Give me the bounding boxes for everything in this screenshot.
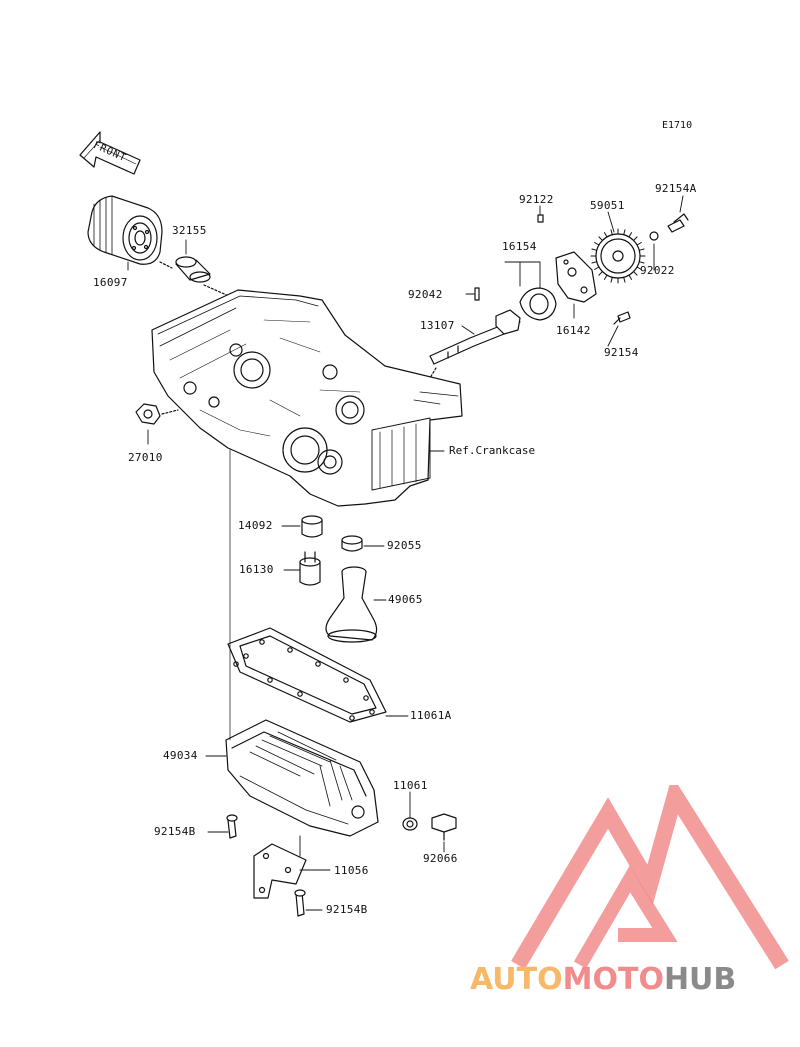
gasket-hole [259, 639, 265, 645]
part-label-92022: 92022 [640, 264, 675, 277]
gasket-hole [233, 661, 239, 667]
part-label-92055: 92055 [387, 539, 422, 552]
gear-tooth [604, 232, 608, 238]
gasket-hole [315, 661, 321, 667]
gear-tooth [604, 274, 608, 280]
drain-bolt-92066-drawing [431, 813, 457, 841]
fitting-16130-drawing [299, 551, 321, 586]
plug-27010-drawing [135, 403, 179, 425]
gear-59051-drawing [590, 228, 646, 284]
gear-tooth [633, 271, 638, 276]
gear-tooth [636, 242, 642, 246]
oil-filter-drawing [87, 195, 163, 265]
gasket-11061A-drawing [227, 627, 387, 723]
gasket-hole [297, 691, 303, 697]
part-label-92066: 92066 [423, 852, 458, 865]
ref-crankcase-label: Ref.Crankcase [449, 444, 536, 457]
leader-lines [127, 195, 684, 911]
part-label-16154: 16154 [502, 240, 537, 253]
automotohub-logo-icon [511, 785, 789, 970]
part-label-59051: 59051 [590, 199, 625, 212]
watermark-wordmark: AUTOMOTOHUB [470, 962, 736, 1002]
part-label-11056: 11056 [334, 864, 369, 877]
watermark-hub: HUB [663, 962, 737, 997]
gear-tooth [633, 236, 638, 241]
part-label-92154: 92154 [604, 346, 639, 359]
part-label-11061: 11061 [393, 779, 428, 792]
oil-pan-49034-drawing [225, 719, 379, 837]
diagram-code: E1710 [662, 120, 693, 131]
front-arrow-icon [79, 131, 141, 175]
pipe-32155-drawing [175, 256, 211, 283]
gear-tooth [591, 248, 598, 251]
gear-tooth [638, 261, 645, 264]
part-label-92154B-lower: 92154B [326, 903, 368, 916]
gear-tooth [594, 266, 600, 270]
part-label-27010: 27010 [128, 451, 163, 464]
gear-tooth [591, 261, 598, 264]
watermark-moto: MOTO [562, 962, 664, 997]
strainer-49065-drawing [325, 566, 378, 643]
part-label-92122: 92122 [519, 193, 554, 206]
part-label-92154B-upper: 92154B [154, 825, 196, 838]
part-label-16142: 16142 [556, 324, 591, 337]
pump-body-16142-drawing [555, 251, 597, 303]
gear-tooth [636, 266, 642, 270]
gasket-hole [349, 715, 355, 721]
rotor-16154-drawing [495, 287, 557, 335]
sleeve-14092-drawing [301, 515, 323, 538]
part-label-16097: 16097 [93, 276, 128, 289]
gasket-hole [243, 653, 249, 659]
part-label-92154A: 92154A [655, 182, 697, 195]
gear-tooth [598, 236, 603, 241]
part-label-14092: 14092 [238, 519, 273, 532]
watermark-auto: AUTO [470, 962, 563, 997]
gear-tooth [628, 274, 632, 280]
gear-tooth [628, 232, 632, 238]
bracket-11056-drawing [253, 843, 307, 899]
crankcase-drawing [151, 289, 463, 507]
part-label-11061A: 11061A [410, 709, 452, 722]
part-label-49065: 49065 [388, 593, 423, 606]
gear-tooth [623, 229, 626, 236]
gear-tooth [638, 248, 645, 251]
gear-tooth [610, 229, 613, 236]
gasket-hole [363, 695, 369, 701]
gasket-hole [343, 677, 349, 683]
oring-92055-drawing [341, 535, 363, 552]
gasket-hole [369, 709, 375, 715]
gasket-hole [267, 677, 273, 683]
part-label-49034: 49034 [163, 749, 198, 762]
part-label-16130: 16130 [239, 563, 274, 576]
gear-tooth [610, 276, 613, 283]
gear-tooth [598, 271, 603, 276]
part-label-32155: 32155 [172, 224, 207, 237]
pin-92042-drawing [474, 287, 480, 301]
gear-tooth [594, 242, 600, 246]
part-label-92042: 92042 [408, 288, 443, 301]
gasket-hole [287, 647, 293, 653]
part-label-13107: 13107 [420, 319, 455, 332]
gear-tooth [623, 276, 626, 283]
